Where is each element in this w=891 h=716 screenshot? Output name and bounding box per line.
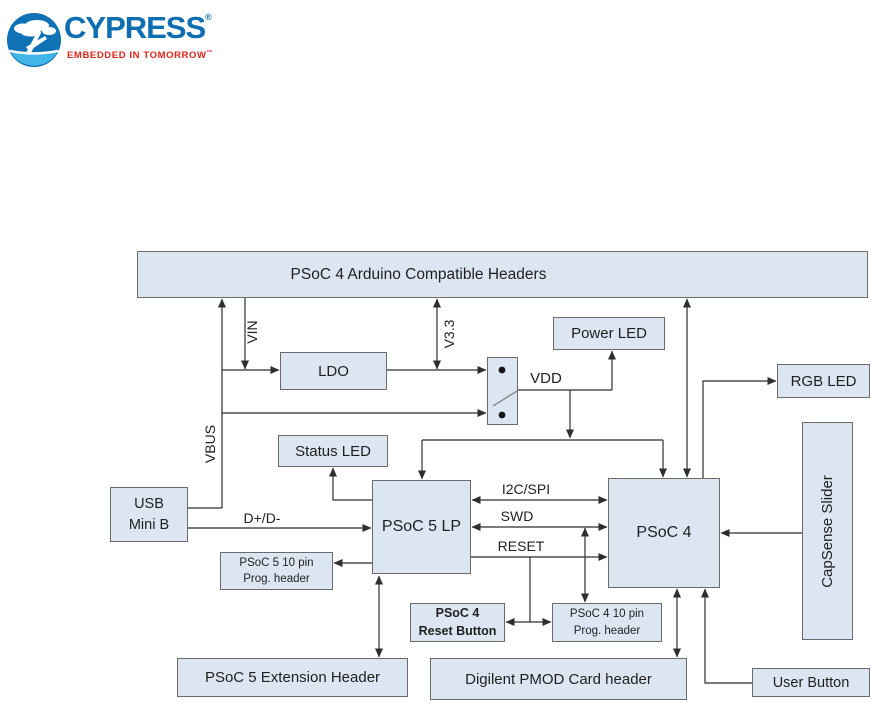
power-led-label: Power LED	[571, 325, 647, 342]
vin-wire-label: VIN	[244, 320, 260, 344]
status-led-box: Status LED	[278, 435, 388, 467]
usb-line1: USB	[134, 496, 164, 513]
cypress-tagline-text: EMBEDDED IN TOMORROW	[67, 50, 207, 61]
swd-wire-label: SWD	[500, 508, 534, 524]
vbus-wire-label: VBUS	[202, 424, 218, 464]
psoc4-reset-button-label: PSoC 4 Reset Button	[419, 605, 497, 640]
rgb-led-box: RGB LED	[777, 364, 870, 398]
psoc5-prog-line2: Prog. header	[243, 573, 310, 585]
usb-mini-b-label: USB Mini B	[129, 494, 169, 535]
cypress-logo-icon	[7, 13, 61, 67]
dplus-dminus-wire-label: D+/D-	[243, 510, 281, 526]
ldo-label: LDO	[318, 362, 349, 380]
psoc5-extension-header-label: PSoC 5 Extension Header	[204, 669, 381, 686]
v33-wire-label: V3.3	[441, 319, 457, 349]
status-led-label: Status LED	[295, 442, 371, 460]
psoc5-prog-header-box: PSoC 5 10 pin Prog. header	[220, 552, 333, 590]
usb-line2: Mini B	[128, 516, 170, 533]
registered-mark: ®	[205, 12, 212, 22]
power-select-switch-box	[487, 357, 518, 425]
reset-wire-label: RESET	[497, 538, 545, 554]
wire-user-button	[701, 588, 752, 684]
psoc4-prog-line2: Prog. header	[573, 624, 641, 637]
psoc4-label: PSoC 4	[636, 524, 692, 541]
cypress-wordmark: CYPRESS®	[64, 12, 212, 43]
psoc4-reset-line1: PSoC 4	[435, 606, 480, 620]
user-button-label: User Button	[772, 674, 850, 691]
capsense-slider-label: CapSense Slider	[819, 474, 837, 588]
digilent-pmod-header-box: Digilent PMOD Card header	[430, 658, 687, 700]
psoc5lp-label: PSoC 5 LP	[381, 518, 462, 535]
wire-psoc4-to-rgb-led	[702, 377, 777, 478]
usb-mini-b-box: USB Mini B	[110, 487, 188, 542]
psoc4-reset-line2: Reset Button	[418, 623, 497, 638]
arduino-compatible-headers-box: PSoC 4 Arduino Compatible Headers	[137, 251, 868, 298]
wire-psoc5-to-status-led	[329, 467, 372, 501]
psoc4-box: PSoC 4	[608, 478, 720, 588]
trademark-mark: ™	[206, 50, 214, 56]
cypress-wordmark-text: CYPRESS	[64, 10, 206, 45]
psoc4-reset-button-box: PSoC 4 Reset Button	[410, 603, 505, 642]
capsense-slider-box: CapSense Slider	[802, 422, 853, 640]
arduino-compatible-headers-label: PSoC 4 Arduino Compatible Headers	[290, 265, 547, 283]
cypress-tagline: EMBEDDED IN TOMORROW™	[67, 50, 213, 61]
psoc5-extension-header-box: PSoC 5 Extension Header	[177, 658, 408, 697]
psoc5-prog-header-label: PSoC 5 10 pin Prog. header	[239, 555, 313, 587]
psoc5lp-box: PSoC 5 LP	[372, 480, 471, 574]
psoc4-prog-header-label: PSoC 4 10 pin Prog. header	[570, 606, 644, 638]
digilent-pmod-header-label: Digilent PMOD Card header	[465, 670, 652, 688]
ldo-box: LDO	[280, 352, 387, 390]
user-button-box: User Button	[752, 668, 870, 697]
vdd-wire-label: VDD	[530, 369, 562, 387]
psoc4-prog-line1: PSoC 4 10 pin	[569, 608, 645, 621]
rgb-led-label: RGB LED	[790, 372, 857, 390]
i2c-spi-wire-label: I2C/SPI	[501, 481, 551, 497]
psoc5-prog-line1: PSoC 5 10 pin	[239, 556, 314, 569]
psoc4-prog-header-box: PSoC 4 10 pin Prog. header	[552, 603, 662, 642]
cypress-logo: CYPRESS® EMBEDDED IN TOMORROW™	[4, 6, 224, 68]
power-led-box: Power LED	[553, 317, 665, 350]
